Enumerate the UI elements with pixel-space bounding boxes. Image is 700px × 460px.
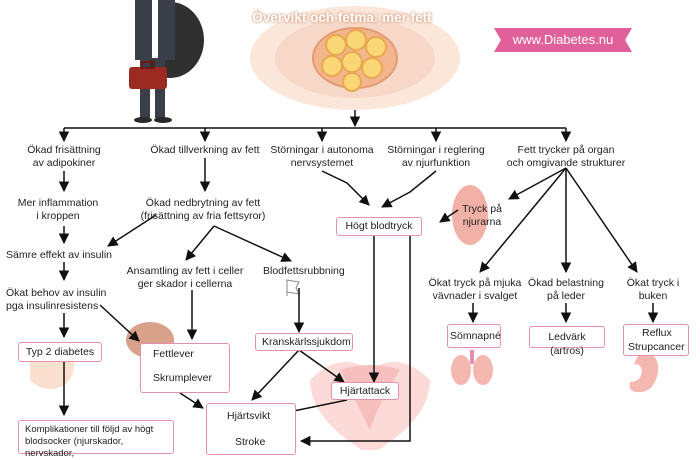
diagram-connectors	[58, 110, 659, 447]
node-joint-pain: Ledvärk (artros)	[529, 326, 605, 357]
node-fat-breakdown: Ökad nedbrytning av fett(frisättning av …	[140, 197, 266, 222]
lungs-icon	[451, 350, 493, 385]
node-reflux: Reflux	[642, 327, 672, 339]
node-fat-production: Ökad tillverkning av fett	[150, 144, 260, 156]
node-heart-attack: Hjärtattack	[331, 382, 399, 400]
flag-icon	[286, 279, 300, 296]
fat-cells-illustration	[250, 6, 460, 110]
heart-icon	[310, 362, 430, 450]
node-lipid-disorder: Blodfettsrubbning	[263, 265, 345, 277]
node-coronary: Kranskärlssjukdom	[255, 333, 353, 351]
node-outcomes-box: Hjärtsvikt Stroke	[206, 403, 296, 455]
brand-badge[interactable]: www.Diabetes.nu	[494, 28, 632, 52]
diagram-canvas: Övervikt och fetma: mer fett www.Diabete…	[6, 0, 689, 459]
node-fatty-liver: Fettlever	[153, 348, 194, 360]
node-reflux-box: Reflux Strupcancer	[623, 324, 689, 356]
node-stroke: Stroke	[235, 436, 266, 448]
diagram-graphics	[30, 0, 659, 450]
node-type2-diabetes: Typ 2 diabetes	[18, 342, 102, 362]
node-cirrhosis: Skrumplever	[153, 372, 212, 384]
node-insulin-effect: Sämre effekt av insulin	[6, 249, 113, 261]
node-hypertension: Högt blodtryck	[336, 217, 422, 236]
stomach-icon	[629, 352, 659, 393]
node-liver-box: Fettlever Skrumplever	[140, 343, 230, 393]
node-stomach-cancer: Strupcancer	[628, 341, 685, 353]
node-heart-failure: Hjärtsvikt	[227, 410, 271, 422]
diagram-title: Övervikt och fetma: mer fett	[252, 10, 432, 25]
node-sleep-apnea: Sömnapné	[447, 324, 501, 348]
overweight-man-illustration	[129, 0, 204, 123]
kidney-icon	[452, 185, 488, 245]
